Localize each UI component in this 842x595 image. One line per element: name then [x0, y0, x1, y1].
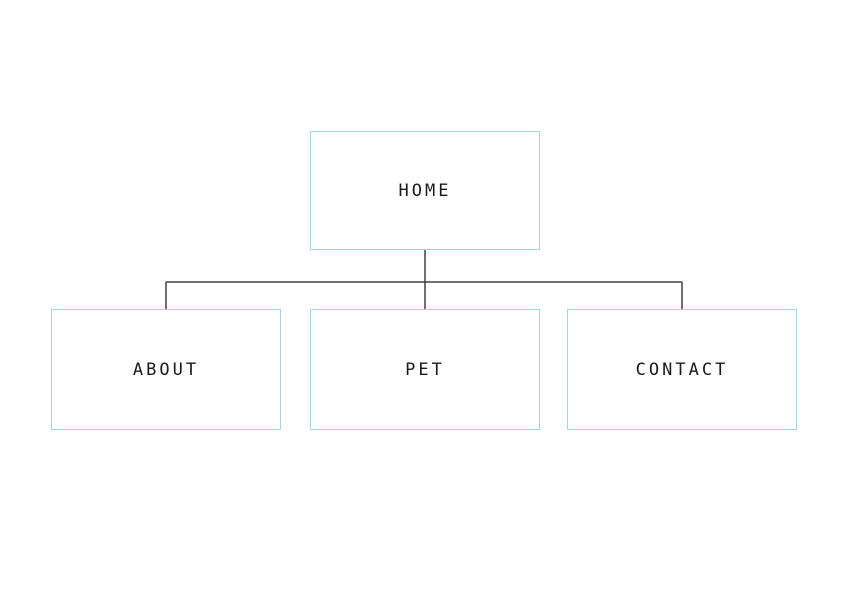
node-pet[interactable]: PET	[310, 309, 540, 430]
node-home-label: HOME	[398, 180, 452, 201]
node-pet-label: PET	[405, 359, 445, 380]
node-about[interactable]: ABOUT	[51, 309, 281, 430]
node-contact-label: CONTACT	[635, 359, 729, 380]
node-home[interactable]: HOME	[310, 131, 540, 250]
node-contact[interactable]: CONTACT	[567, 309, 797, 430]
node-about-label: ABOUT	[132, 359, 200, 380]
